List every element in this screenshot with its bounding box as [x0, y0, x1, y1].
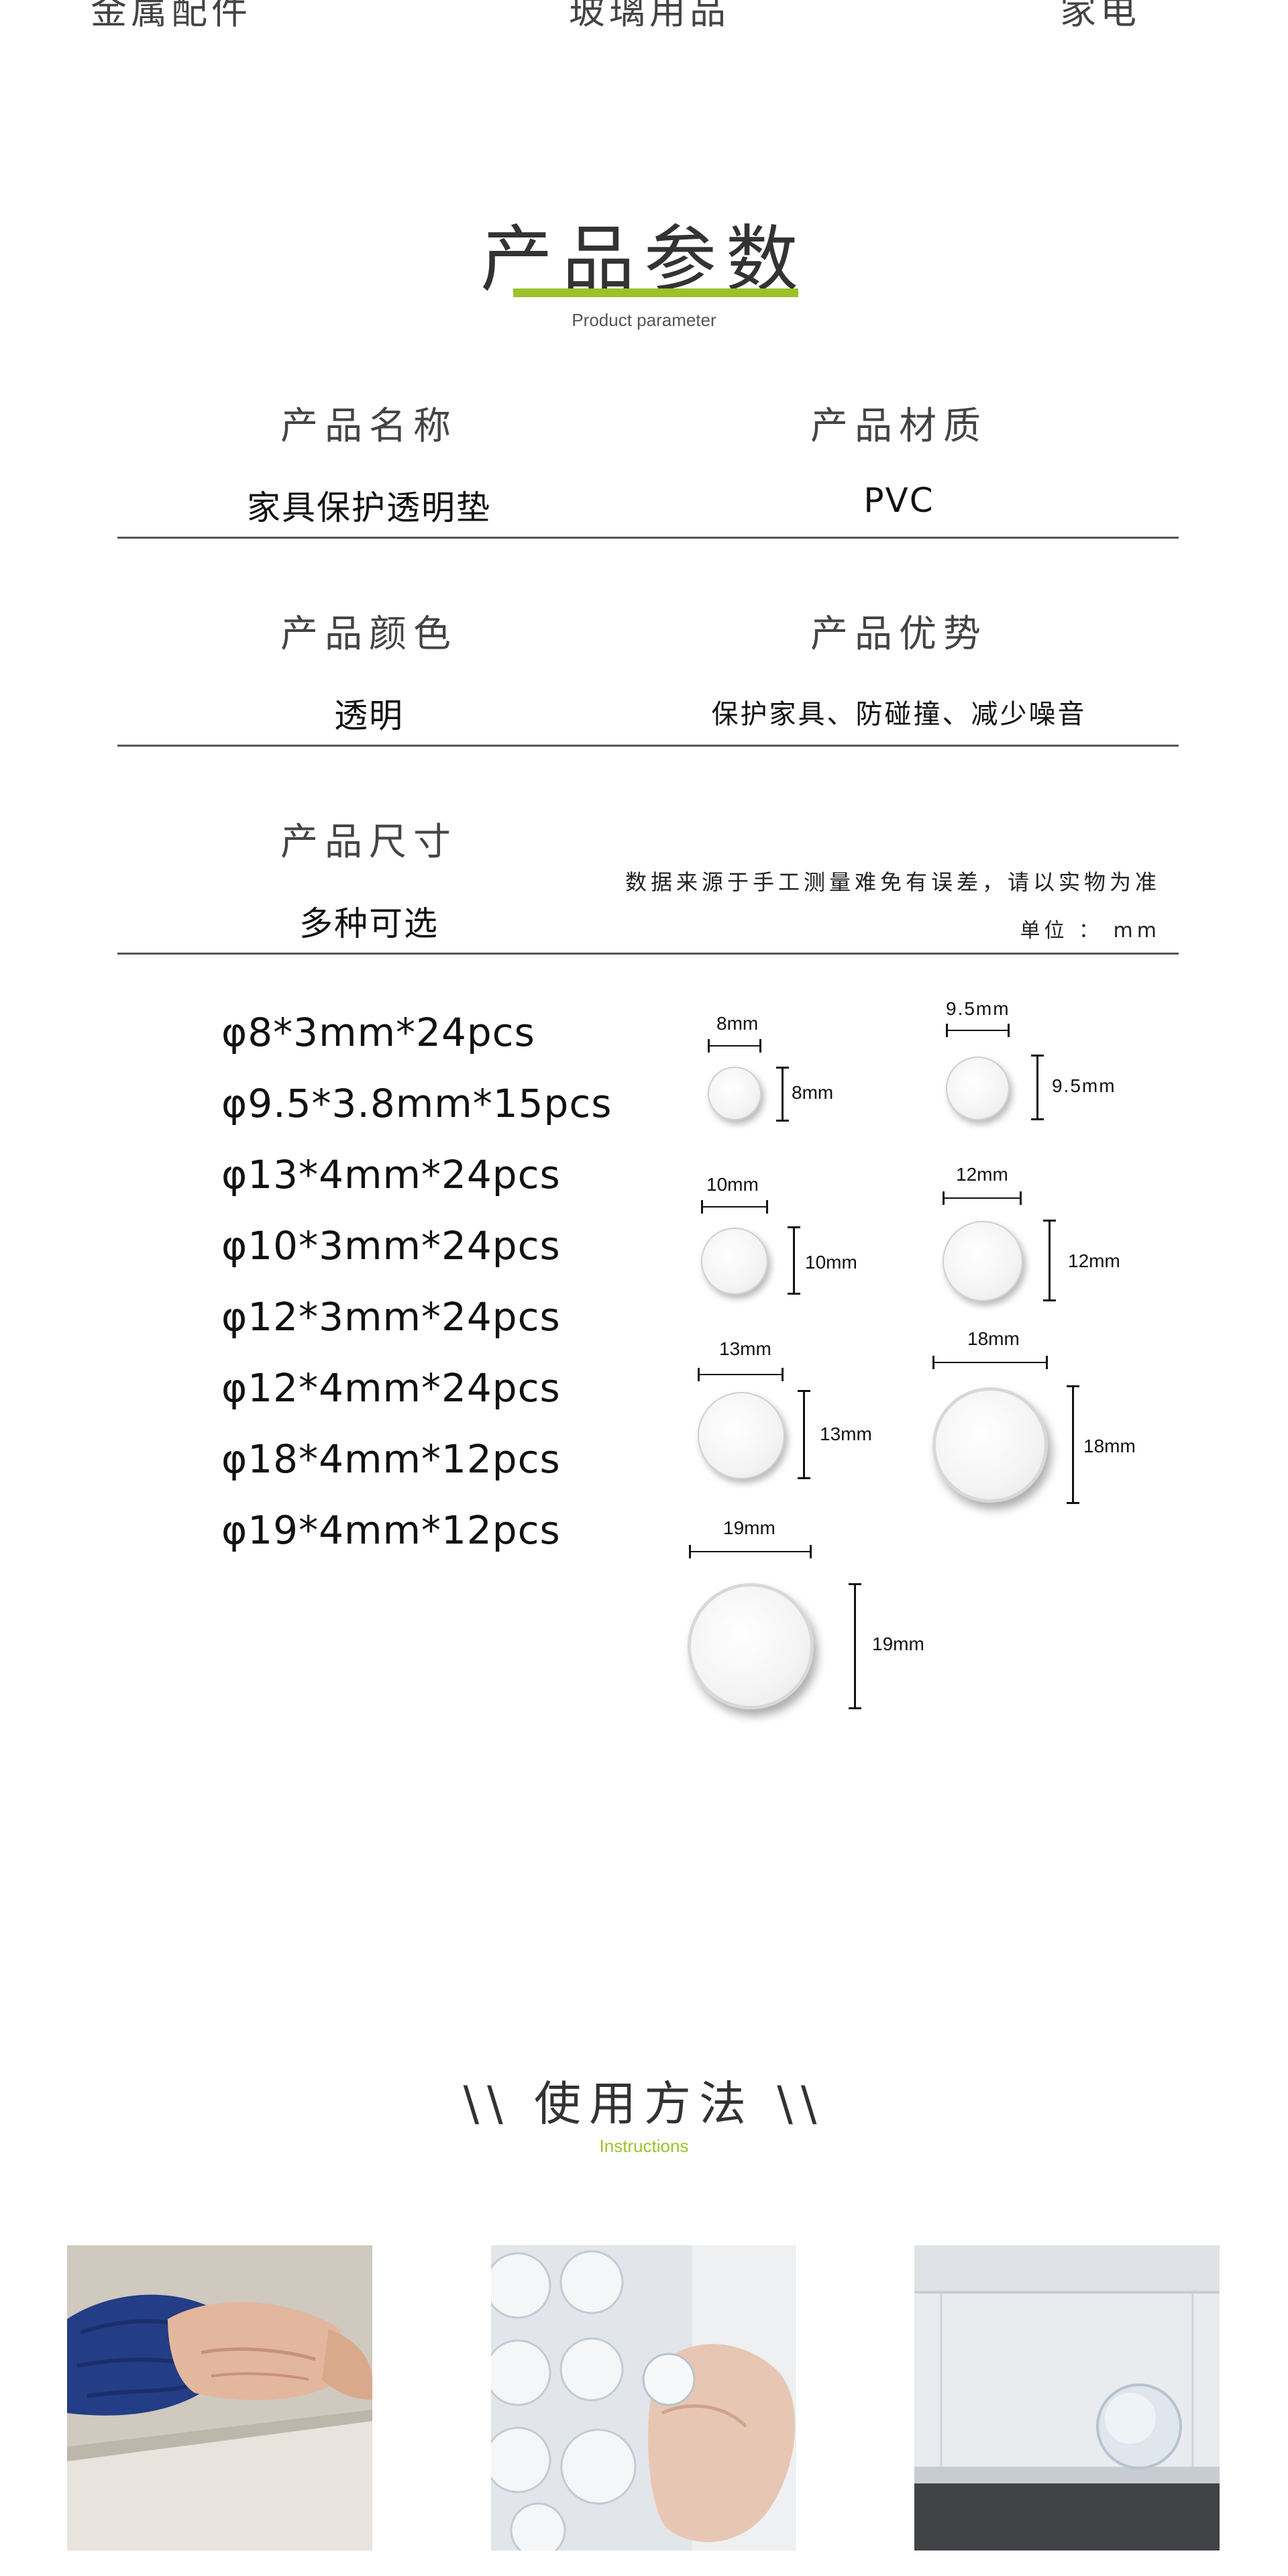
- param-label-size: 产品尺寸: [280, 820, 458, 864]
- instructions-title: \\ 使用方法 \\: [463, 2076, 825, 2131]
- param-value-material: PVC: [863, 481, 934, 520]
- pad-19mm: [688, 1583, 814, 1709]
- pad-10mm: [701, 1228, 768, 1295]
- dimension-line: [1031, 1055, 1044, 1120]
- divider: [117, 537, 1179, 539]
- dimension-line: [708, 1039, 761, 1053]
- dimension-line: [849, 1583, 861, 1709]
- dimension-label: 18mm: [1083, 1436, 1136, 1456]
- pad-12mm: [943, 1221, 1023, 1301]
- category-metal-parts[interactable]: 金属配件: [91, 0, 252, 32]
- dimension-label: 10mm: [805, 1252, 857, 1273]
- spec-item: φ19*4mm*12pcs: [221, 1507, 561, 1553]
- spec-item: φ9.5*3.8mm*15pcs: [221, 1081, 612, 1126]
- dimension-label: 9.5mm: [1052, 1075, 1116, 1096]
- dimension-label: 19mm: [723, 1517, 775, 1538]
- section-title: 产品参数: [480, 218, 808, 302]
- spec-item: φ12*4mm*24pcs: [221, 1365, 561, 1411]
- unit-label: 单位 ： mm: [1020, 919, 1161, 943]
- pad-18mm: [932, 1387, 1048, 1503]
- dimension-line: [1043, 1220, 1056, 1301]
- param-label-color: 产品颜色: [280, 612, 458, 656]
- param-value-name: 家具保护透明垫: [247, 488, 491, 527]
- dimension-line: [946, 1024, 1010, 1037]
- param-label-advantage: 产品优势: [810, 612, 987, 656]
- dimension-line: [788, 1226, 800, 1295]
- category-glassware[interactable]: 玻璃用品: [569, 0, 730, 32]
- spec-item: φ8*3mm*24pcs: [221, 1010, 535, 1055]
- dimension-line: [798, 1390, 810, 1479]
- dimension-label: 13mm: [719, 1338, 771, 1359]
- pad-9-5mm: [946, 1057, 1010, 1120]
- instructions-subtitle: Instructions: [599, 2136, 689, 2156]
- spec-item: φ12*3mm*24pcs: [221, 1294, 561, 1340]
- param-label-name: 产品名称: [280, 405, 458, 448]
- measurement-note: 数据来源于手工测量难免有误差，请以实物为准: [625, 869, 1161, 895]
- spec-item: φ13*4mm*24pcs: [221, 1152, 561, 1197]
- dimension-label: 9.5mm: [946, 998, 1010, 1019]
- dimension-line: [701, 1200, 768, 1214]
- dimension-line: [943, 1191, 1022, 1205]
- dimension-label: 12mm: [1068, 1250, 1120, 1271]
- divider: [117, 745, 1179, 747]
- pad-13mm: [698, 1392, 785, 1479]
- dimension-label: 12mm: [956, 1164, 1008, 1185]
- dimension-label: 19mm: [872, 1633, 924, 1654]
- dimension-line: [776, 1067, 789, 1122]
- dimension-label: 18mm: [967, 1328, 1020, 1349]
- dimension-line: [1067, 1385, 1079, 1504]
- dimension-label: 10mm: [706, 1174, 759, 1195]
- spec-item: φ18*4mm*12pcs: [221, 1436, 561, 1482]
- category-appliances[interactable]: 家电: [1060, 0, 1140, 32]
- applied-pad-photo: [914, 2245, 1220, 2551]
- dimension-line: [698, 1368, 784, 1381]
- dimension-line: [932, 1356, 1048, 1369]
- cleaning-surface-photo: [67, 2245, 372, 2551]
- pad-8mm: [708, 1067, 761, 1120]
- param-label-material: 产品材质: [810, 405, 987, 448]
- section-subtitle: Product parameter: [572, 310, 716, 330]
- spec-item: φ10*3mm*24pcs: [221, 1223, 561, 1269]
- dimension-label: 8mm: [792, 1082, 834, 1103]
- param-value-advantage: 保护家具、防碰撞、减少噪音: [711, 699, 1087, 730]
- dimension-line: [689, 1545, 812, 1558]
- peeling-pad-photo: [491, 2245, 796, 2551]
- title-underline: [513, 288, 798, 297]
- dimension-label: 8mm: [716, 1013, 759, 1034]
- param-value-color: 透明: [334, 696, 404, 735]
- param-value-size: 多种可选: [299, 904, 439, 943]
- divider: [117, 953, 1179, 955]
- dimension-label: 13mm: [820, 1424, 872, 1444]
